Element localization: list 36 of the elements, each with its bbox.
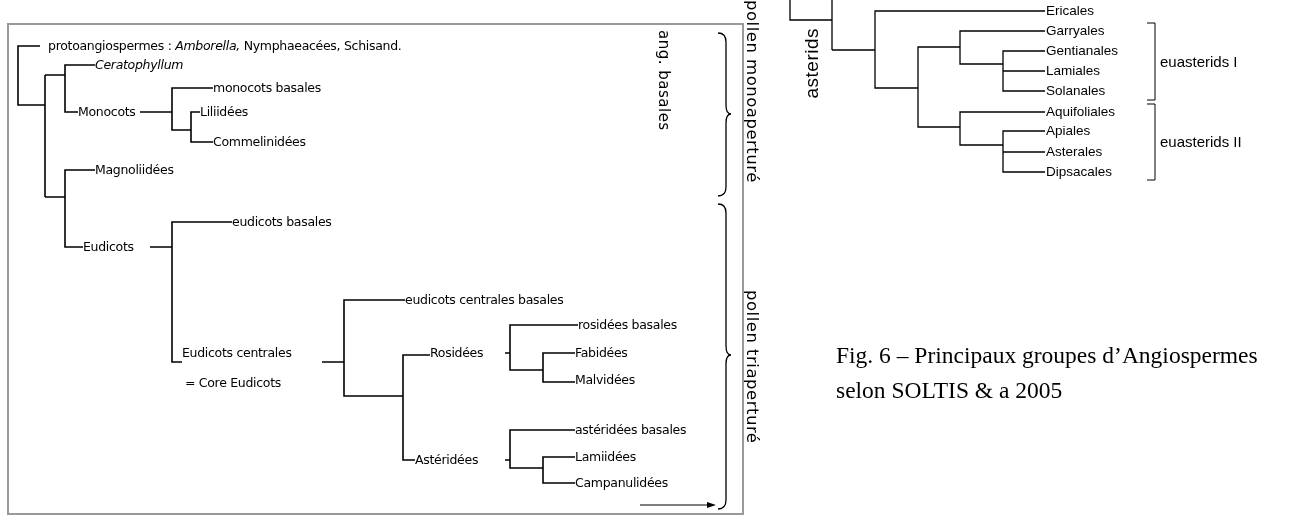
clade-label: Monocots [78,104,136,120]
taxon-label: Malvidées [575,372,635,388]
taxon-label: monocots basales [213,80,321,96]
group-label: euasterids II [1160,134,1242,150]
taxon-label: protoangiospermes : Amborella, Nymphaeacées, Schisand. [48,38,402,54]
clade-label: asterids [804,28,820,99]
taxon-label: eudicots basales [232,214,332,230]
clade-label: Eudicots centrales [182,345,292,361]
taxon-label: Lamiales [1046,63,1101,79]
clade-label: = Core Eudicots [185,375,281,391]
taxon-label: Ericales [1046,3,1094,19]
taxon-label: Asterales [1046,144,1103,160]
clade-label: Rosidées [430,345,484,361]
taxon-label: Apiales [1046,123,1091,139]
taxon-label: Lamiidées [575,449,636,465]
taxon-label: eudicots centrales basales [405,292,564,308]
taxon-label: rosidées basales [578,317,677,333]
group-label: pollen triaperturé [744,290,760,444]
taxon-label: Dipsacales [1046,164,1113,180]
taxon-label: Commelinidées [213,134,306,150]
group-label: ang. basales [656,30,672,131]
clade-label: Eudicots [83,239,134,255]
taxon-label: Ceratophyllum [95,57,184,73]
taxon-label: Liliidées [200,104,248,120]
taxon-label: Solanales [1046,83,1106,99]
taxon-label: Campanulidées [575,475,668,491]
clade-label: Astéridées [415,452,479,468]
taxon-label: Garryales [1046,23,1105,39]
taxon-label: Magnoliidées [95,162,174,178]
figure-caption: Fig. 6 – Principaux groupes d’Angiospermes selon SOLTIS & a 2005 [836,341,1259,405]
taxon-label: Aquifoliales [1046,104,1116,120]
taxon-label: Gentianales [1046,43,1119,59]
taxon-label: astéridées basales [575,422,687,438]
taxon-label: Fabidées [575,345,628,361]
group-label: pollen monoaperturé [744,0,760,183]
group-label: euasterids I [1160,54,1238,70]
